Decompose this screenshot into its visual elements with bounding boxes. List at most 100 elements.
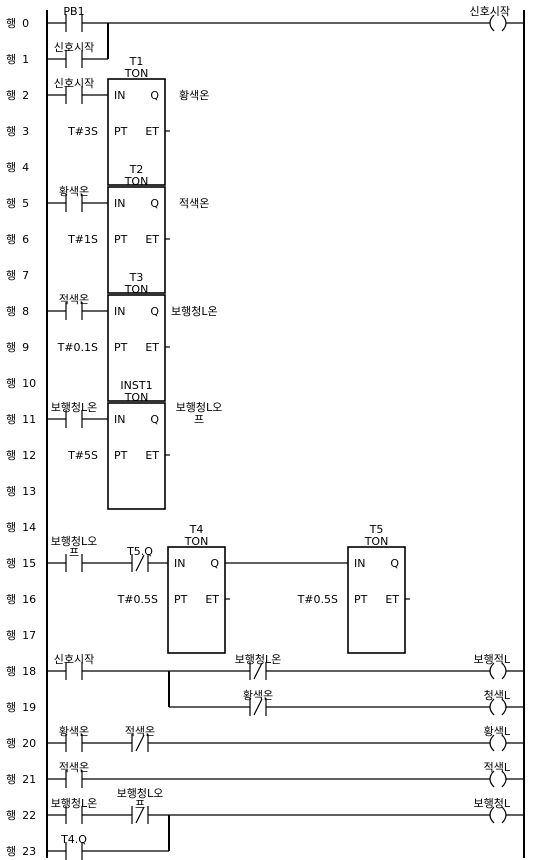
- contact-label: 신호시작: [54, 41, 94, 54]
- timer-block: [167, 546, 226, 654]
- timer-output-label: 보행청L온: [171, 305, 218, 318]
- timer-et-pin: ET: [145, 125, 159, 138]
- row-prefix: 행: [6, 449, 16, 462]
- timer-type: TON: [124, 175, 149, 188]
- timer-in-pin: IN: [174, 557, 185, 570]
- row-number: 5: [22, 197, 29, 210]
- contact-label: 신호시작: [54, 653, 94, 666]
- row-number: 7: [22, 269, 29, 282]
- timer-q-pin: Q: [150, 89, 159, 102]
- row-number: 8: [22, 305, 29, 318]
- row-number: 2: [22, 89, 29, 102]
- timer-preset: T#5S: [67, 449, 98, 462]
- coil-left-arc: [489, 14, 495, 32]
- row-prefix: 행: [6, 233, 16, 246]
- timer-in-pin: IN: [114, 305, 125, 318]
- timer-q-pin: Q: [210, 557, 219, 570]
- row-number: 12: [22, 449, 36, 462]
- row-prefix: 행: [6, 593, 16, 606]
- row-label: 행 14: [6, 521, 36, 534]
- row-prefix: 행: [6, 737, 16, 750]
- row-number: 18: [22, 665, 36, 678]
- contact-label-line2: 프: [135, 798, 145, 811]
- contact-label: 보행청L오: [51, 535, 98, 548]
- row-prefix: 행: [6, 809, 16, 822]
- row-label: 행 10: [6, 377, 36, 390]
- row-prefix: 행: [6, 773, 16, 786]
- contact-label: 신호시작: [54, 77, 94, 90]
- row-prefix: 행: [6, 485, 16, 498]
- contact-label: 적색온: [59, 293, 89, 306]
- row-prefix: 행: [6, 53, 16, 66]
- contact-nc-slash: [135, 734, 145, 752]
- timer-pt-pin: PT: [114, 449, 128, 462]
- timer-q-pin: Q: [150, 413, 159, 426]
- timer-output-label: 적색온: [179, 197, 209, 210]
- coil-left-arc: [489, 734, 495, 752]
- row-label: 행 20: [6, 737, 36, 750]
- row-prefix: 행: [6, 269, 16, 282]
- row-number: 10: [22, 377, 36, 390]
- timer-pt-pin: PT: [114, 341, 128, 354]
- row-prefix: 행: [6, 701, 16, 714]
- row-number: 4: [22, 161, 29, 174]
- row-prefix: 행: [6, 629, 16, 642]
- row-number: 16: [22, 593, 36, 606]
- row-prefix: 행: [6, 161, 16, 174]
- timer-in-pin: IN: [114, 197, 125, 210]
- contact-nc-slash: [253, 698, 263, 716]
- coil-label: 적색L: [484, 761, 511, 774]
- row-number: 14: [22, 521, 36, 534]
- row-prefix: 행: [6, 665, 16, 678]
- coil-label: 청색L: [484, 689, 511, 702]
- row-prefix: 행: [6, 557, 16, 570]
- timer-output-label: 황색온: [179, 89, 209, 102]
- timer-type: TON: [184, 535, 209, 548]
- timer-type: TON: [124, 283, 149, 296]
- row-number: 20: [22, 737, 36, 750]
- timer-type: TON: [124, 391, 149, 404]
- coil-label: 보행청L: [474, 797, 511, 810]
- coil-label: 신호시작: [470, 5, 510, 18]
- row-prefix: 행: [6, 377, 16, 390]
- row-number: 21: [22, 773, 36, 786]
- contact-label: 보행청L오: [117, 787, 164, 800]
- timer-et-pin: ET: [145, 341, 159, 354]
- timer-q-pin: Q: [390, 557, 399, 570]
- contact-nc-slash: [135, 554, 145, 572]
- row-number: 6: [22, 233, 29, 246]
- row-prefix: 행: [6, 305, 16, 318]
- row-prefix: 행: [6, 197, 16, 210]
- timer-pt-pin: PT: [174, 593, 188, 606]
- row-number: 3: [22, 125, 29, 138]
- coil-left-arc: [489, 698, 495, 716]
- row-prefix: 행: [6, 341, 16, 354]
- timer-name: INST1: [120, 379, 152, 392]
- row-prefix: 행: [6, 89, 16, 102]
- contact-label: 황색온: [59, 725, 89, 738]
- timer-block: [107, 186, 166, 294]
- row-number: 11: [22, 413, 36, 426]
- contact-label: 보행청L온: [235, 653, 282, 666]
- row-prefix: 행: [6, 521, 16, 534]
- coil-left-arc: [489, 806, 495, 824]
- timer-in-pin: IN: [114, 89, 125, 102]
- timer-et-pin: ET: [145, 449, 159, 462]
- contact-label-line2: 프: [69, 546, 79, 559]
- contact-nc-slash: [253, 662, 263, 680]
- timer-block: [107, 402, 166, 510]
- row-prefix: 행: [6, 845, 16, 858]
